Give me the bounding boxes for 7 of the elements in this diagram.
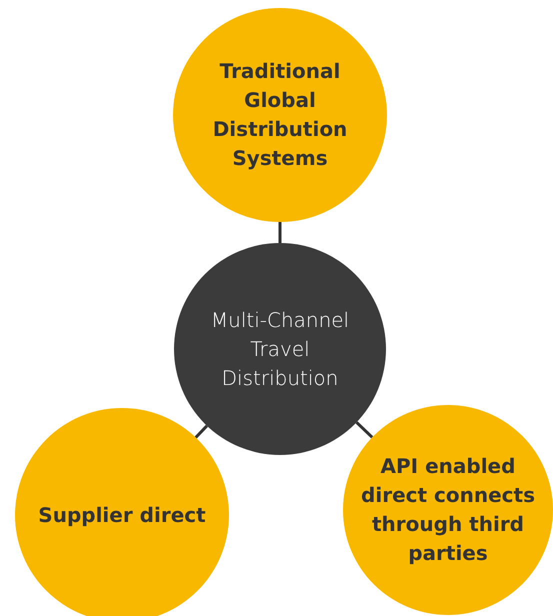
connector-line (278, 222, 282, 243)
node-label: Traditional Global Distribution Systems (212, 58, 348, 172)
node-label: Supplier direct (38, 502, 206, 528)
connector-line (356, 421, 374, 438)
node-label: Multi-Channel Travel Distribution (210, 306, 350, 392)
node-label: API enabled direct connects through third parties (361, 453, 535, 567)
connector-line (194, 424, 208, 439)
